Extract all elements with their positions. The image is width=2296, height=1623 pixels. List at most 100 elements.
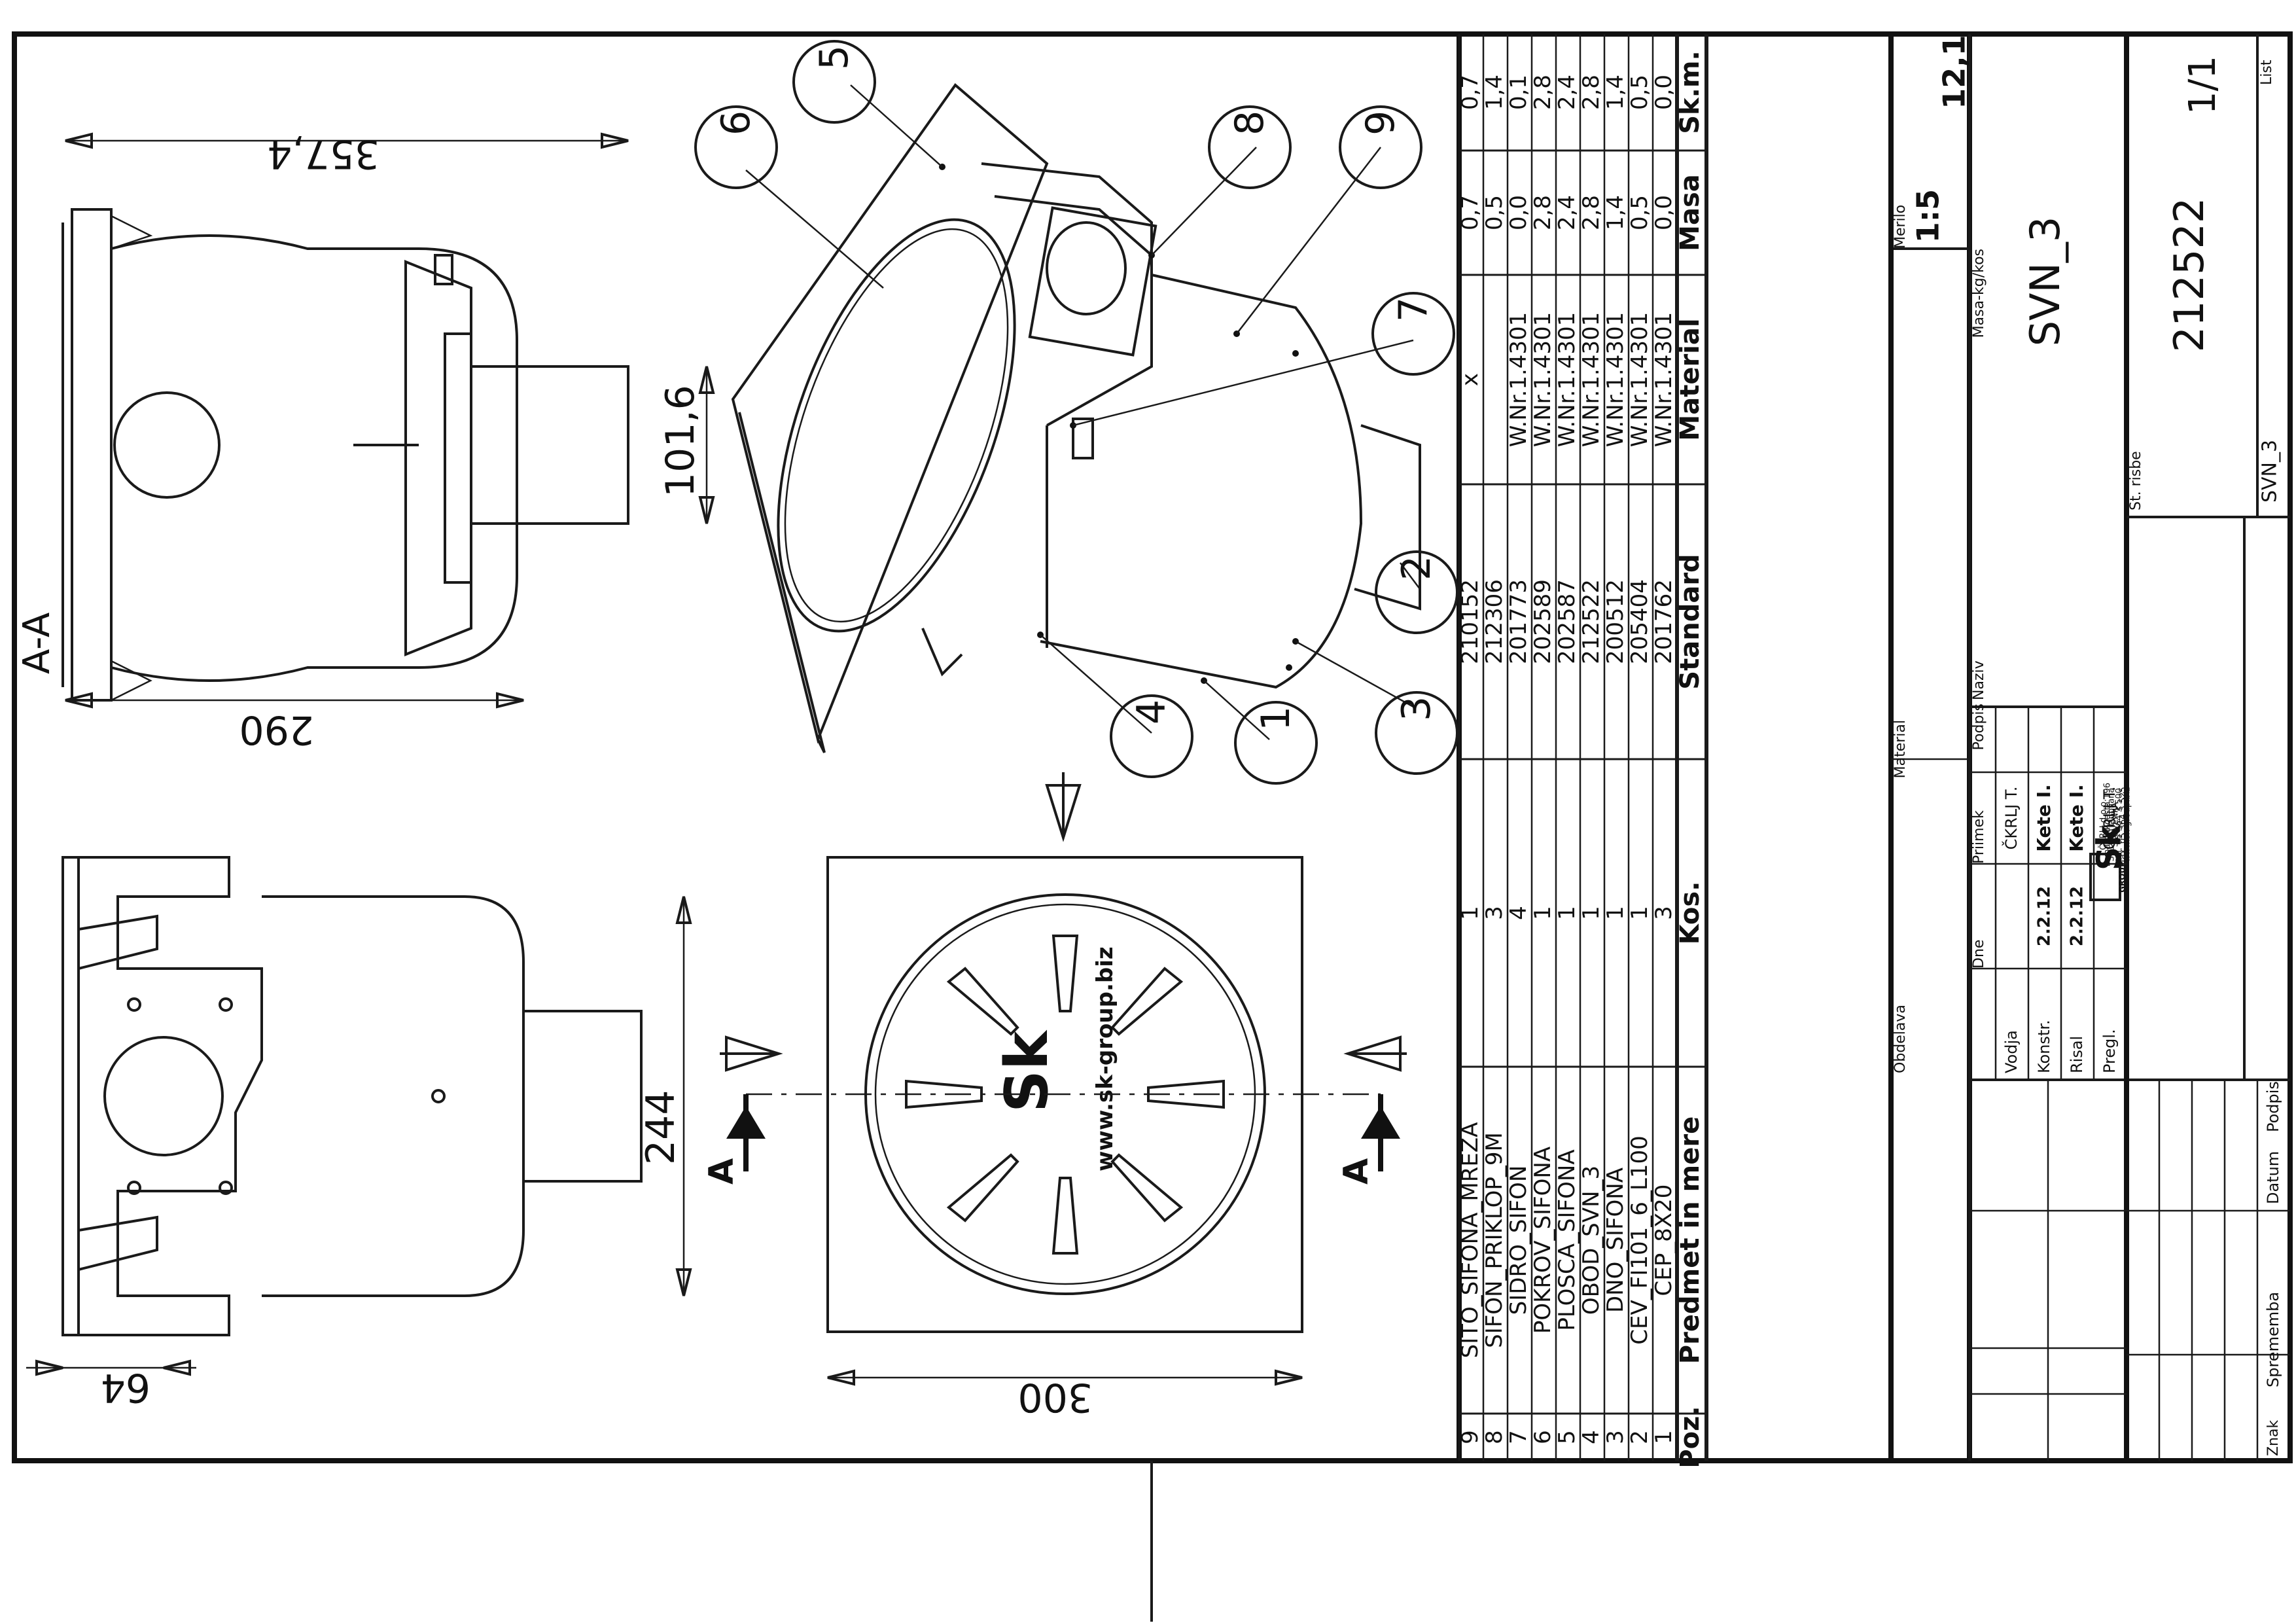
part-8-kos: 3 xyxy=(1481,906,1508,920)
pregl-name: ČKRLJ T. xyxy=(2099,787,2119,850)
part-7-kos: 4 xyxy=(1506,906,1532,920)
part-7-skm: 0,1 xyxy=(1506,75,1532,110)
company-line-4: tel. 05 364 3 500 xyxy=(2115,788,2125,861)
st-risbe-label: Št. risbe xyxy=(2127,451,2144,510)
part-6-skm: 2,8 xyxy=(1530,75,1556,110)
masa-label: Masa-kg/kos xyxy=(1971,249,1987,338)
balloon-6: 6 xyxy=(713,111,759,135)
parts-list: 9SITO_SIFONA_MREZA1210152x0,70,78SIFON_P… xyxy=(1457,34,1708,1469)
drawing-number-small: SVN_3 xyxy=(2259,440,2282,503)
part-5-skm: 2,4 xyxy=(1554,75,1580,110)
dne-header: Dne xyxy=(1971,940,1987,969)
risal-date: 2.2.12 xyxy=(2068,886,2087,946)
balloon-9: 9 xyxy=(1358,111,1404,135)
part-9-poz: 9 xyxy=(1457,1430,1483,1444)
priimek-header: Priimek xyxy=(1971,810,1987,864)
list-label: List xyxy=(2259,60,2275,85)
podpis-header: Podpis xyxy=(1971,704,1987,750)
part-7-material: W.Nr.1.4301 xyxy=(1506,312,1532,448)
balloon-3: 3 xyxy=(1394,696,1439,721)
company-logo-mark: Sk xyxy=(2090,824,2128,870)
balloon-8: 8 xyxy=(1227,111,1273,135)
logo-text: GROUP xyxy=(2118,861,2127,893)
part-8-standard: 212306 xyxy=(1481,579,1508,664)
part-1-name: CEP_8X20 xyxy=(1651,1185,1677,1296)
part-9-kos: 1 xyxy=(1457,906,1483,920)
header-skm: Sk.m. xyxy=(1675,50,1705,134)
part-9-material: x xyxy=(1457,373,1483,386)
part-9-masa: 0,7 xyxy=(1457,195,1483,230)
company-line-1: Dunajska cesta 196 xyxy=(2103,783,2113,866)
part-2-poz: 2 xyxy=(1627,1430,1653,1444)
balloon-1: 1 xyxy=(1253,706,1299,731)
dim-64: 64 xyxy=(101,1364,150,1410)
scale: 1:5 xyxy=(1911,189,1946,243)
company-line-6: www.sk-group.biz xyxy=(2123,787,2132,863)
balloon-5: 5 xyxy=(811,45,857,70)
podpis2-label: Podpis xyxy=(2264,1081,2282,1132)
company-line-5: fax. 05 364 3 525 xyxy=(2119,787,2128,862)
total-mass: 12,1 xyxy=(1937,35,1972,109)
header-material: Material xyxy=(1675,318,1705,440)
header-poz: Poz. xyxy=(1675,1406,1705,1468)
part-5-material: W.Nr.1.4301 xyxy=(1554,312,1580,448)
vodja-name: ČKRLJ T. xyxy=(2001,787,2021,850)
part-2-skm: 0,5 xyxy=(1627,75,1653,110)
balloon-4: 4 xyxy=(1129,700,1174,724)
part-7-masa: 0,0 xyxy=(1506,195,1532,230)
part-2-name: CEV_FI101_6_L100 xyxy=(1627,1135,1653,1344)
drawing-number: 212522 xyxy=(2165,198,2213,353)
konstr-date: 2.2.12 xyxy=(2035,886,2055,946)
part-8-name: SIFON_PRIKLOP_9M xyxy=(1481,1132,1508,1348)
row-pregl: Pregl. xyxy=(2100,1029,2119,1073)
row-konstr: Konstr. xyxy=(2035,1020,2053,1073)
part-6-poz: 6 xyxy=(1530,1430,1556,1444)
part-6-kos: 1 xyxy=(1530,906,1556,920)
part-5-masa: 2,4 xyxy=(1554,195,1580,230)
konstr-name: Kete I. xyxy=(2033,784,2055,851)
dim-300: 300 xyxy=(1017,1374,1093,1420)
part-6-masa: 2,8 xyxy=(1530,195,1556,230)
naziv-label: Naziv xyxy=(1971,660,1987,700)
part-6-material: W.Nr.1.4301 xyxy=(1530,312,1556,448)
material-label: Material xyxy=(1892,720,1909,778)
header-name: Predmet in mere xyxy=(1675,1116,1705,1364)
part-3-poz: 3 xyxy=(1602,1430,1629,1444)
part-8-poz: 8 xyxy=(1481,1430,1508,1444)
part-2-material: W.Nr.1.4301 xyxy=(1627,312,1653,448)
part-3-masa: 1,4 xyxy=(1602,195,1629,230)
header-kos: Kos. xyxy=(1675,882,1705,945)
part-5-poz: 5 xyxy=(1554,1430,1580,1444)
row-vodja: Vodja xyxy=(2002,1030,2021,1073)
balloon-2: 2 xyxy=(1394,556,1439,580)
balloon-7: 7 xyxy=(1390,297,1436,322)
part-9-skm: 0,7 xyxy=(1457,75,1483,110)
dim-357: 357,4 xyxy=(267,131,380,177)
sheet: 1/1 xyxy=(2181,56,2224,115)
risal-name: Kete I. xyxy=(2066,784,2087,851)
part-5-standard: 202587 xyxy=(1554,579,1580,664)
header-masa: Masa xyxy=(1675,174,1705,251)
part-1-skm: 0,0 xyxy=(1651,75,1677,110)
part-7-poz: 7 xyxy=(1506,1430,1532,1444)
part-8-masa: 0,5 xyxy=(1481,195,1508,230)
part-4-kos: 1 xyxy=(1578,906,1604,920)
part-6-standard: 202589 xyxy=(1530,579,1556,664)
part-8-skm: 1,4 xyxy=(1481,75,1508,110)
section-label: A-A xyxy=(16,613,58,674)
company-line-0: ČKRLJ d.o.o. xyxy=(2098,799,2109,850)
part-4-poz: 4 xyxy=(1578,1430,1604,1444)
part-2-masa: 0,5 xyxy=(1627,195,1653,230)
part-2-kos: 1 xyxy=(1627,906,1653,920)
znak-label: Znak xyxy=(2265,1420,2282,1456)
part-1-kos: 3 xyxy=(1651,906,1677,920)
part-1-standard: 201762 xyxy=(1651,579,1677,664)
section-view-a-a xyxy=(62,208,629,702)
drawing-name: SVN_3 xyxy=(2021,217,2069,347)
part-7-standard: 201773 xyxy=(1506,579,1532,664)
part-3-material: W.Nr.1.4301 xyxy=(1602,312,1629,448)
part-1-material: W.Nr.1.4301 xyxy=(1651,312,1677,448)
part-5-name: PLOSCA_SIFONA xyxy=(1554,1149,1580,1330)
cut-label-right: A xyxy=(1337,1158,1376,1185)
